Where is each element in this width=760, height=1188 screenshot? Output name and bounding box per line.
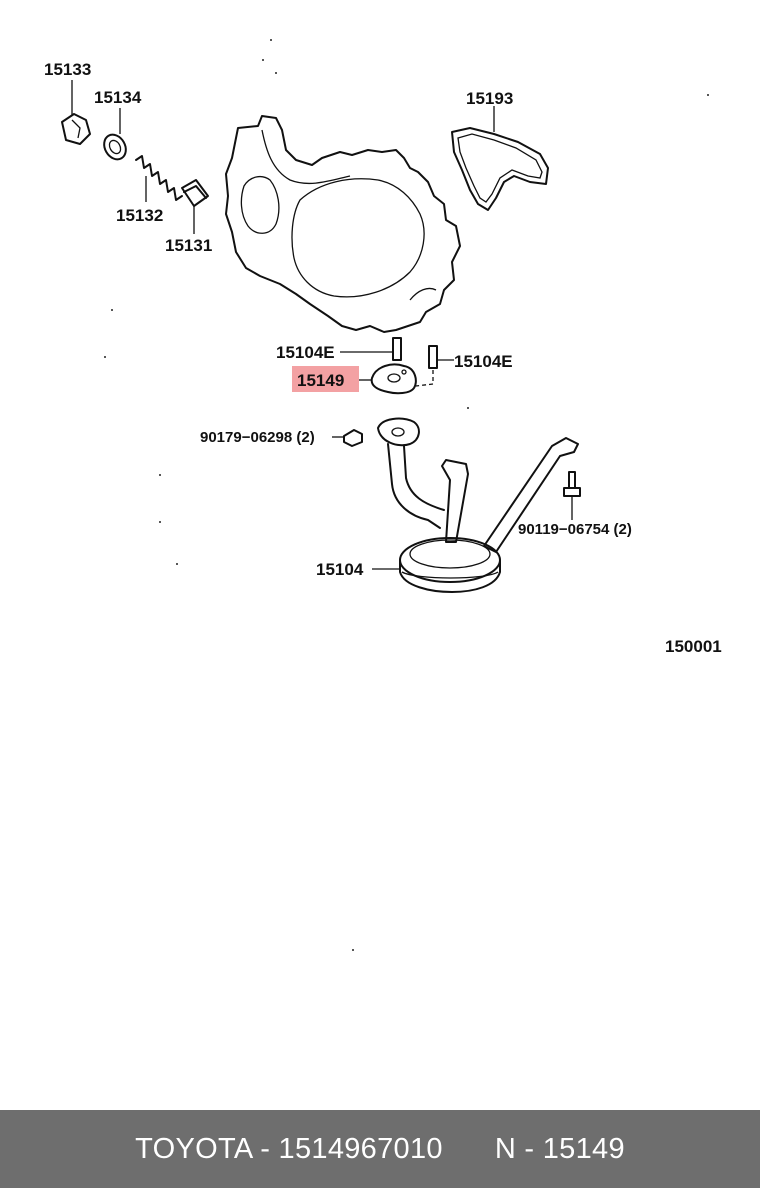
transmission-case bbox=[225, 115, 461, 333]
parts-diagram: 15133 15134 15132 15131 15193 15104E 151… bbox=[44, 39, 722, 951]
spring-15132 bbox=[135, 155, 183, 202]
oil-strainer-15104 bbox=[372, 417, 579, 593]
callout-15133: 15133 bbox=[44, 60, 91, 79]
footer-reference-number: N - 15149 bbox=[494, 1132, 625, 1165]
footer-bar: TOYOTA - 1514967010 N - 15149 bbox=[0, 1110, 760, 1188]
callout-highlight-15149 bbox=[292, 366, 359, 392]
callout-15149: 15149 bbox=[297, 371, 344, 390]
sleeve-15131 bbox=[181, 179, 209, 234]
footer-brand-part-number: TOYOTA - 1514967010 bbox=[135, 1132, 443, 1165]
gasket-15149 bbox=[358, 363, 417, 395]
bolt-90119 bbox=[563, 471, 581, 520]
callout-15104E-left: 15104E bbox=[276, 343, 335, 362]
scan-specks bbox=[104, 39, 709, 951]
callout-15193: 15193 bbox=[466, 89, 513, 108]
callout-15134: 15134 bbox=[94, 88, 142, 107]
callout-15104: 15104 bbox=[316, 560, 364, 579]
callout-90119: 90119−06754 (2) bbox=[518, 521, 632, 538]
plug-15133 bbox=[61, 80, 91, 145]
figure-code-150001: 150001 bbox=[665, 637, 722, 656]
callout-15131: 15131 bbox=[165, 236, 212, 255]
stud-15104E-right bbox=[415, 345, 454, 387]
callout-90179: 90179−06298 (2) bbox=[200, 429, 315, 446]
nut-90179 bbox=[332, 429, 363, 447]
callout-15132: 15132 bbox=[116, 206, 163, 225]
callout-15104E-right: 15104E bbox=[454, 352, 513, 371]
gasket-15193 bbox=[451, 106, 549, 211]
stud-15104E-left bbox=[340, 337, 402, 361]
ring-15134 bbox=[103, 108, 127, 161]
